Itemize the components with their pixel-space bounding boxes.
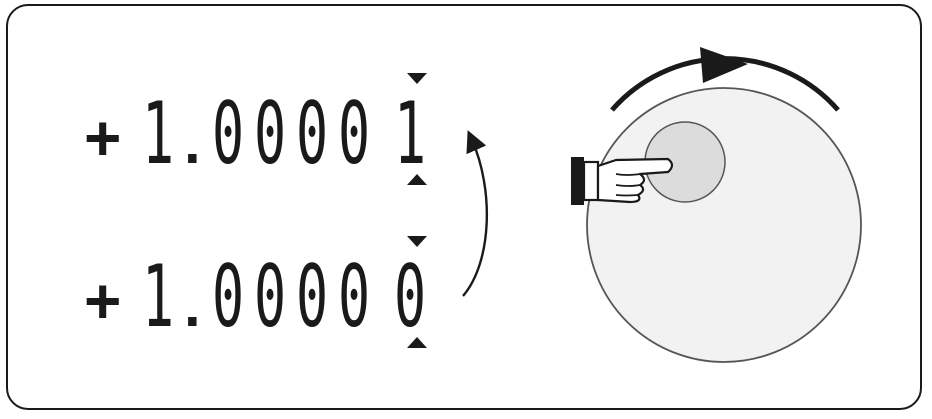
reading-lower-d3: 0 xyxy=(296,247,328,347)
reading-upper-point: . xyxy=(184,109,201,176)
reading-upper-d2: 0 xyxy=(254,84,286,184)
reading-lower-d2: 0 xyxy=(254,247,286,347)
triangle-marker-icon xyxy=(407,236,427,247)
reading-lower: + 1 . 0 0 0 0 0 xyxy=(84,236,427,348)
reading-upper-d0: 1 xyxy=(142,84,174,184)
dial-face[interactable] xyxy=(586,87,862,363)
reading-lower-d5-active: 0 xyxy=(394,247,426,347)
pointing-hand-icon xyxy=(571,157,674,205)
reading-lower-d0: 1 xyxy=(142,247,174,347)
reading-lower-point: . xyxy=(184,272,201,339)
triangle-marker-icon xyxy=(407,337,427,348)
reading-upper-sign: + xyxy=(84,102,121,174)
reading-upper-d1: 0 xyxy=(212,84,244,184)
clockwise-arc-arrow-head xyxy=(700,47,748,83)
triangle-marker-icon xyxy=(407,73,427,84)
reading-upper-d5-active: 1 xyxy=(394,84,426,184)
reading-upper-d4: 0 xyxy=(338,84,370,184)
reading-upper-d3: 0 xyxy=(296,84,328,184)
diagram-frame xyxy=(6,4,922,410)
triangle-marker-icon xyxy=(407,174,427,185)
reading-upper: + 1 . 0 0 0 0 1 xyxy=(84,73,427,185)
reading-lower-d1: 0 xyxy=(212,247,244,347)
reading-lower-d4: 0 xyxy=(338,247,370,347)
handwheel-dial[interactable] xyxy=(586,87,862,363)
reading-lower-sign: + xyxy=(84,265,121,337)
curved-up-arrow-icon xyxy=(462,130,489,297)
